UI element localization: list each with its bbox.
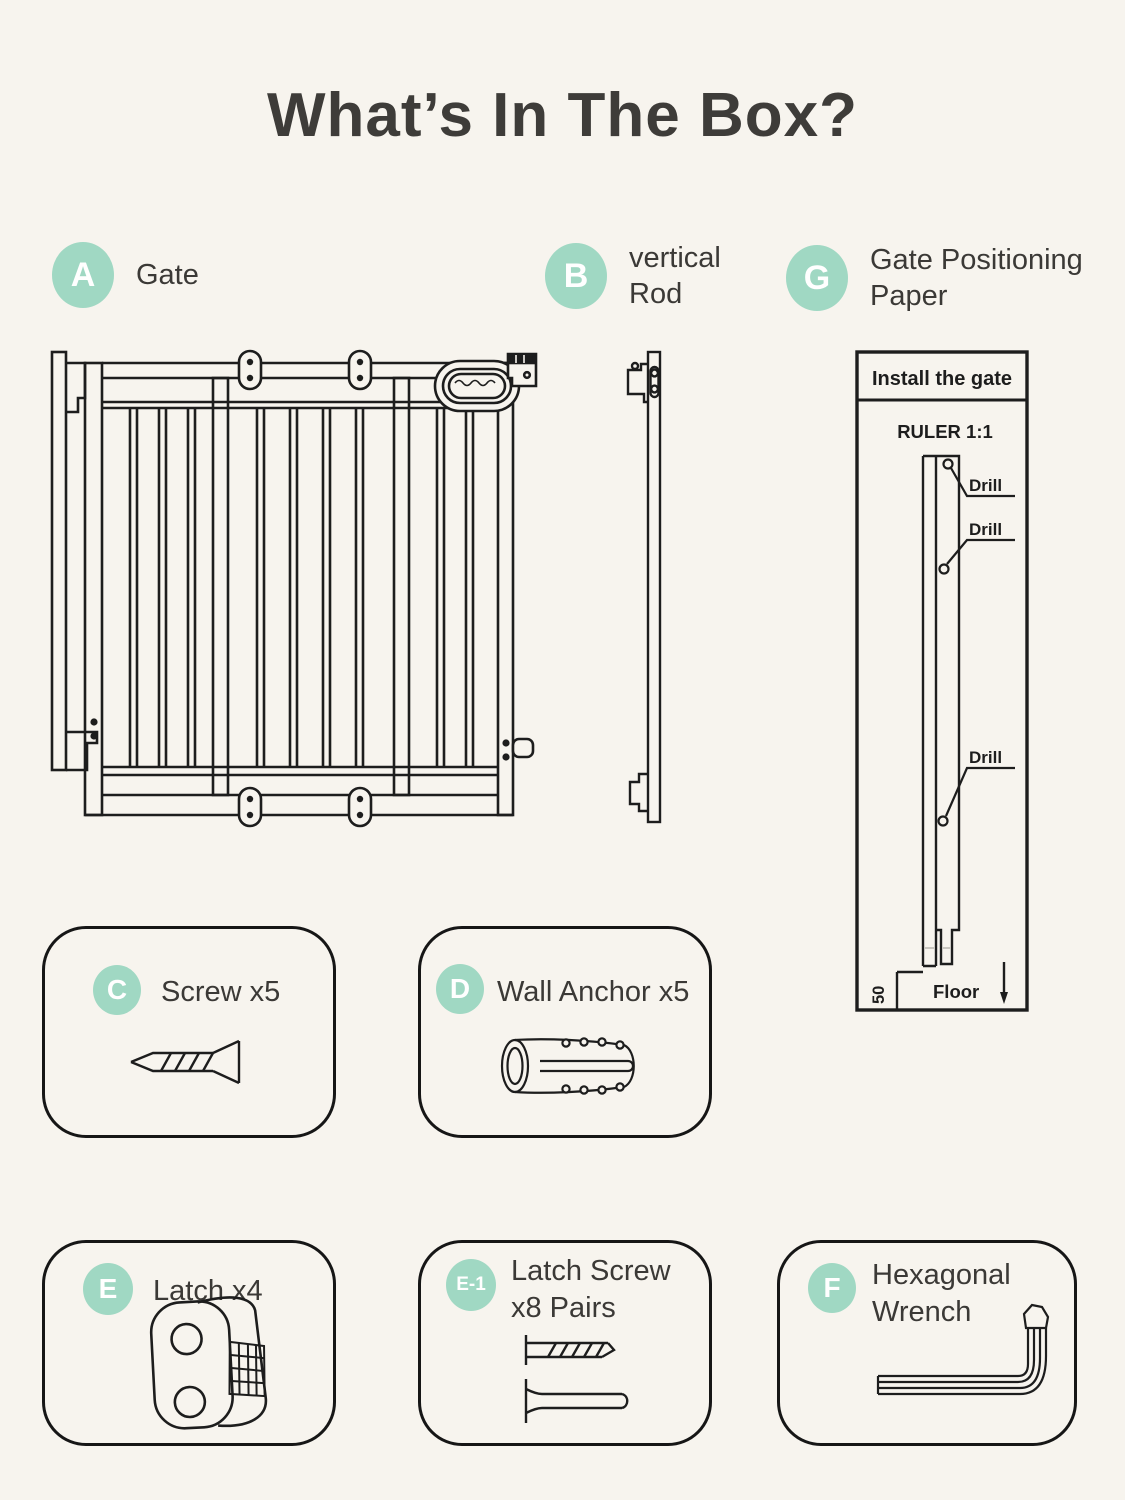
gate-frame [83,361,515,817]
box-badge-d: D [436,964,484,1014]
latch-screw-short [524,1335,616,1365]
positioning-paper-drawing: Install the gate RULER 1:1 Drill Drill D… [855,350,1029,1012]
part-label-vertical-rod: vertical Rod [629,242,721,310]
box-badge-e1: E-1 [446,1259,496,1311]
part-label-gate: Gate [136,259,199,291]
drill-label-1: Drill [969,476,1002,495]
box-badge-c: C [93,965,141,1015]
box-badge-f: F [808,1263,856,1313]
gate-wall-mount [50,350,99,772]
gate-right-tab [90,718,535,761]
part-badge-b: B [545,243,607,309]
box-label-latch-screw: Latch Screw x8 Pairs [511,1255,671,1324]
latch-screw-long [524,1379,629,1423]
gate-bars [128,408,475,767]
drill-label-3: Drill [969,748,1002,767]
screw-icon [130,1039,241,1085]
drill-label-2: Drill [969,520,1002,539]
box-screw: C Screw x5 [42,926,336,1138]
box-badge-e: E [83,1263,133,1315]
paper-post-strips [921,454,961,968]
box-hex-wrench: F Hexagonal Wrench [777,1240,1077,1446]
drill-leaders [937,458,1015,827]
part-label-positioning-paper: Gate Positioning Paper [870,244,1083,312]
paper-border [855,350,1029,1012]
page-title: What’s In The Box? [267,81,858,150]
box-label-hex-wrench: Hexagonal Wrench [872,1259,1011,1328]
part-callout-vertical-rod: B vertical Rod [545,240,764,312]
gate-drawing [50,349,538,828]
gate-screw-tabs [237,349,373,828]
ruler-label: RULER 1:1 [897,421,993,442]
vertical-rod-drawing [626,350,662,824]
box-label-wall-anchor: Wall Anchor x5 [497,976,690,1008]
part-callout-positioning-paper: G Gate Positioning Paper [786,242,1125,314]
rod-top-bracket [626,361,660,404]
wall-anchor-icon [500,1037,635,1095]
part-badge-g: G [786,245,848,311]
box-latch-screw: E-1 Latch Screw x8 Pairs [418,1240,712,1446]
hex-wrench-icon [876,1303,1050,1396]
gate-latch-block [506,352,538,388]
box-label-screw: Screw x5 [161,976,281,1008]
paper-header-label: Install the gate [872,368,1012,390]
latch-icon [149,1296,268,1430]
offset-50-label: 50 [870,986,888,1004]
rod-body [646,350,662,824]
box-latch: E Latch x4 [42,1240,336,1446]
floor-dimension [895,962,1008,1010]
box-wall-anchor: D Wall Anchor x5 [418,926,712,1138]
gate-handle [433,359,521,413]
latch-screw-icon [524,1335,629,1423]
floor-label: Floor [933,981,979,1002]
rod-bottom-bracket [628,772,648,813]
part-callout-gate: A Gate [52,242,199,308]
part-badge-a: A [52,242,114,308]
